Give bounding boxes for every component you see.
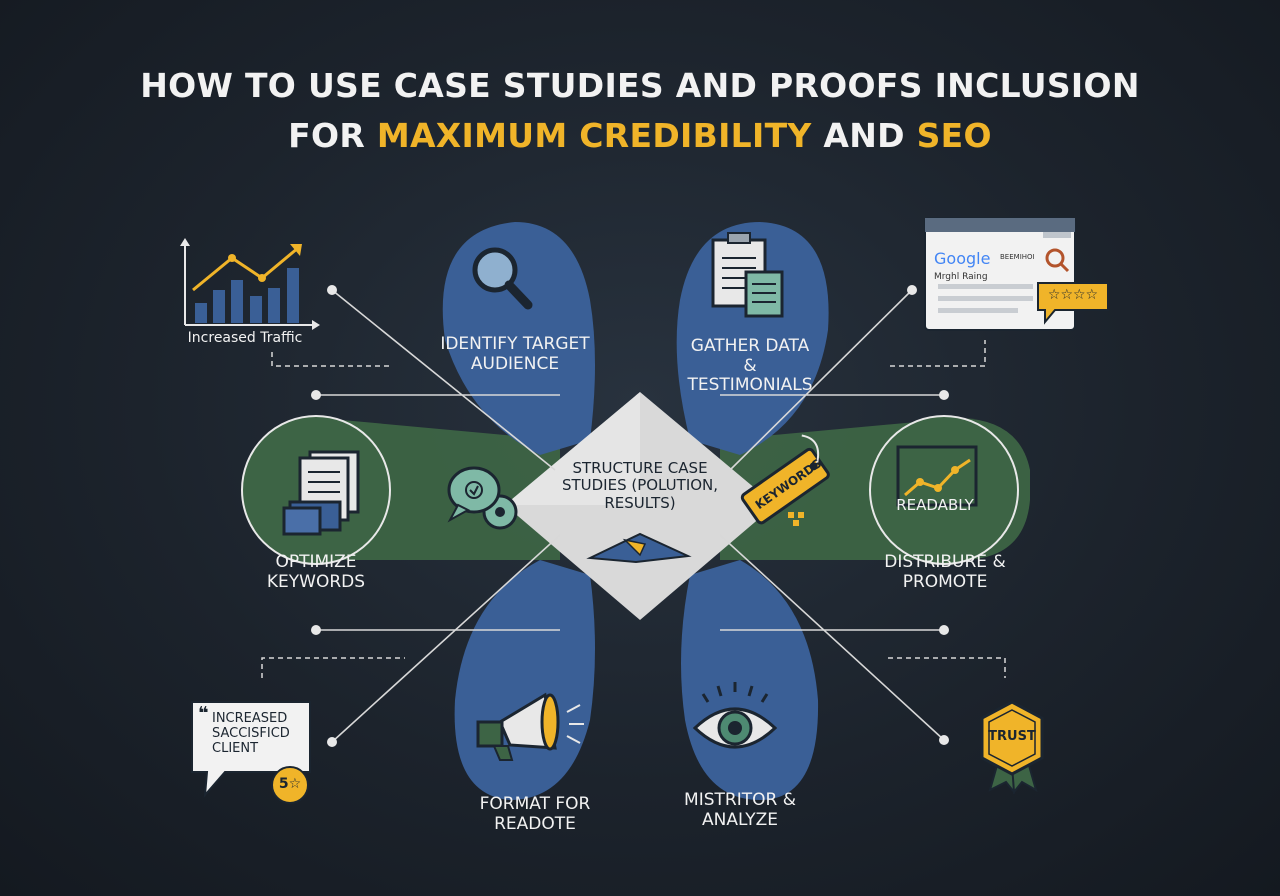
center-line-2: STUDIES (POLUTION, — [561, 476, 719, 495]
graduation-cap-icon — [586, 532, 692, 564]
quote-line-3: CLIENT — [212, 740, 259, 756]
eye-icon — [692, 682, 778, 749]
step-identify-label: IDENTIFY TARGET AUDIENCE — [420, 334, 610, 374]
title-mid: AND — [811, 116, 917, 155]
google-logo-text: Google — [934, 249, 991, 268]
dashed-arrows — [261, 340, 1006, 678]
center-line-3: RESULTS) — [604, 493, 676, 512]
step-optimize-label: OPTIMIZE KEYWORDS — [236, 552, 396, 592]
readably-text: READABLY — [896, 496, 974, 514]
center-label: STRUCTURE CASE STUDIES (POLUTION, RESULT… — [540, 459, 740, 512]
format-line-2: READOTE — [494, 813, 576, 834]
chat-gear-icon — [447, 466, 518, 530]
step-monitor-label: MISTRITOR & ANALYZE — [655, 790, 825, 830]
step-distribute-label: DISTRIBURE & PROMOTE — [860, 552, 1030, 592]
monitor-line-2: ANALYZE — [702, 809, 778, 830]
google-search-window — [924, 217, 1109, 331]
megaphone-icon — [476, 692, 584, 761]
clipboard-icon — [711, 232, 784, 318]
quote-line-1: INCREASED — [212, 711, 288, 726]
identify-line-1: IDENTIFY TARGET — [440, 334, 590, 354]
quote-text: INCREASED SACCISFICD CLIENT — [212, 711, 308, 757]
sparkle-icon — [788, 512, 804, 526]
title-line-1: HOW TO USE CASE STUDIES AND PROOFS INCLU… — [140, 66, 1140, 105]
quote-mark-icon: ❝ — [198, 703, 209, 724]
traffic-label: Increased Traffic — [187, 330, 303, 346]
distribute-line-1: DISTRIBURE & — [884, 552, 1006, 572]
google-small-text-2: Mrghl Raing — [934, 272, 988, 282]
title-line-2: FOR MAXIMUM CREDIBILITY AND SEO — [0, 116, 1280, 155]
title-accent-seo: SEO — [916, 116, 992, 155]
documents-icon — [282, 450, 360, 536]
step-format-label: FORMAT FOR READOTE — [455, 794, 615, 834]
traffic-chart-icon — [180, 238, 320, 330]
petal-format — [454, 560, 595, 800]
keywords-tag-icon — [740, 434, 830, 525]
search-icon — [472, 247, 533, 310]
gather-line-3: TESTIMONIALS — [687, 375, 813, 396]
title-accent-credibility: MAXIMUM CREDIBILITY — [376, 116, 812, 155]
rating-badge-text: 5☆ — [278, 776, 302, 792]
petal-monitor — [681, 560, 819, 800]
star-rating: ☆☆☆☆ — [1047, 287, 1099, 303]
gather-line-2: & — [743, 355, 757, 376]
trust-badge-text: TRUST — [988, 729, 1036, 744]
quote-line-2: SACCISFICD — [212, 725, 290, 741]
format-line-1: FORMAT FOR — [479, 794, 591, 814]
google-small-text-1: BEEMIHOI — [1000, 253, 1035, 261]
step-gather-label: GATHER DATA & TESTIMONIALS — [670, 336, 830, 396]
center-line-1: STRUCTURE CASE — [572, 459, 708, 477]
trust-badge-icon — [980, 700, 1044, 795]
optimize-line-1: OPTIMIZE — [275, 552, 357, 572]
title-prefix: FOR — [288, 116, 377, 155]
gather-line-1: GATHER DATA — [690, 336, 810, 356]
connector-lines — [316, 289, 945, 743]
connector-dots — [311, 285, 949, 747]
monitor-line-1: MISTRITOR & — [684, 790, 796, 810]
monitor-chart-icon — [896, 445, 978, 507]
identify-line-2: AUDIENCE — [470, 353, 560, 374]
distribute-line-2: PROMOTE — [902, 571, 988, 592]
quote-bubble — [191, 701, 311, 804]
optimize-line-2: KEYWORDS — [266, 571, 366, 592]
